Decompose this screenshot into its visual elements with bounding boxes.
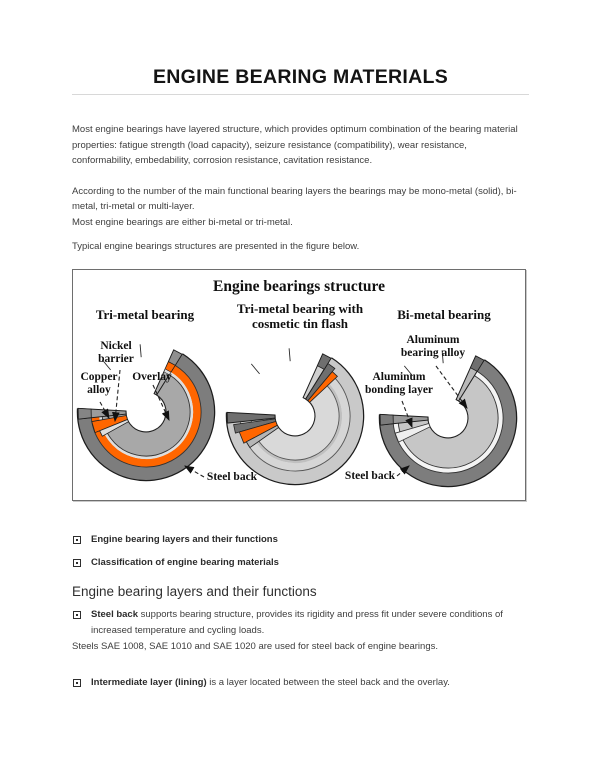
square-bullet-icon [73, 679, 81, 688]
engine-bearings-figure: Engine bearings structure Tri-metal bear… [72, 269, 526, 502]
steel-back-description: supports bearing structure, provides its… [91, 609, 503, 636]
steel-back-term: Steel back [91, 609, 138, 621]
toc-item-layers: Engine bearing layers and their function… [72, 532, 529, 548]
section-heading: Engine bearing layers and their function… [72, 584, 317, 600]
intro-paragraph-3: Typical engine bearings structures are p… [72, 240, 360, 252]
page-title: ENGINE BEARING MATERIALS [152, 66, 448, 88]
figure-column-heading-tri-metal: Tri-metal bearing [95, 307, 195, 323]
label-steel-back-right: Steel back [344, 470, 396, 483]
label-overlay: Overlay [132, 371, 172, 384]
intro-paragraph-2a: According to the number of the main func… [72, 185, 517, 213]
bi-metal-bearing-diagram [378, 350, 518, 488]
figure-column-heading-bi-metal: Bi-metal bearing [397, 307, 491, 323]
square-bullet-icon [73, 558, 81, 567]
label-nickel-barrier: Nickel barrier [98, 340, 134, 365]
tri-metal-bearing-diagram [76, 344, 216, 482]
figure-column-heading-tin-flash: Tri-metal bearing with cosmetic tin flas… [236, 301, 364, 331]
toc-item-classification-label: Classification of engine bearing materia… [91, 556, 279, 568]
steels-sae-line: Steels SAE 1008, SAE 1010 and SAE 1020 a… [72, 640, 438, 652]
label-leader-lines [99, 365, 468, 478]
steel-back-bullet: Steel back supports bearing structure, p… [72, 607, 529, 638]
intro-paragraph-2b: Most engine bearings are either bi-metal… [72, 216, 293, 228]
toc-item-classification: Classification of engine bearing materia… [72, 555, 529, 571]
intermediate-layer-bullet-text: Intermediate layer (lining) is a layer l… [91, 675, 529, 691]
intro-paragraph-2: According to the number of the main func… [72, 184, 529, 231]
label-aluminum-bonding-layer: Aluminum bonding layer [364, 371, 434, 396]
bearings-diagram-canvas [76, 344, 518, 488]
title-divider [72, 94, 529, 95]
label-copper-alloy: Copper alloy [80, 371, 118, 396]
page-content: ENGINE BEARING MATERIALS Most engine bea… [72, 0, 529, 691]
figure-title: Engine bearings structure [213, 278, 385, 296]
label-steel-back-left: Steel back [206, 471, 258, 484]
label-aluminum-bearing-alloy: Aluminum bearing alloy [400, 334, 466, 359]
steel-back-bullet-text: Steel back supports bearing structure, p… [91, 607, 529, 638]
intermediate-layer-description: is a layer located between the steel bac… [206, 677, 450, 689]
intermediate-layer-bullet: Intermediate layer (lining) is a layer l… [72, 675, 529, 691]
intro-paragraph-1: Most engine bearings have layered struct… [72, 124, 518, 167]
tin-flash-bearing-diagram [225, 348, 365, 486]
square-bullet-icon [73, 611, 81, 620]
square-bullet-icon [73, 536, 81, 545]
intermediate-layer-term: Intermediate layer (lining) [91, 677, 207, 689]
toc-item-layers-label: Engine bearing layers and their function… [91, 534, 278, 546]
